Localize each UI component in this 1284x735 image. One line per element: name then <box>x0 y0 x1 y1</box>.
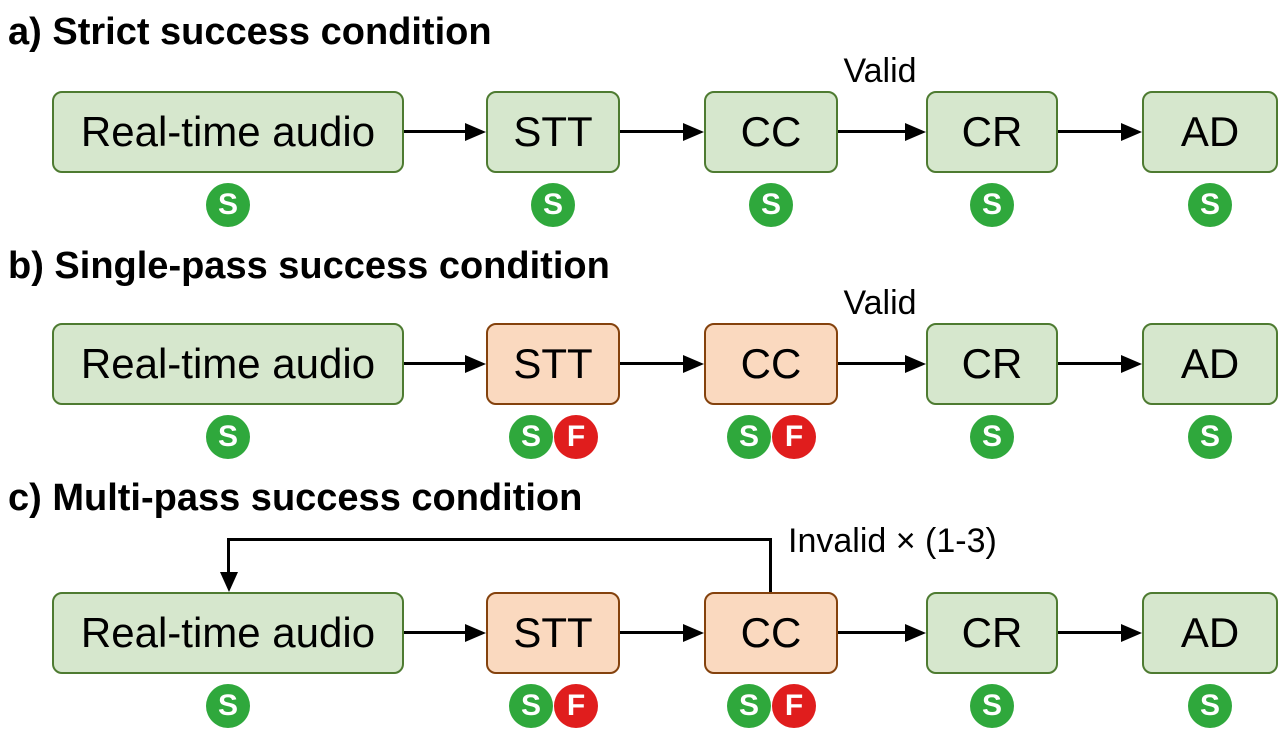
success-badge: S <box>1188 684 1232 728</box>
flow-arrow-line <box>620 362 684 365</box>
node-ad: AD <box>1142 323 1278 405</box>
node-label: CC <box>740 340 802 387</box>
node-label: STT <box>513 340 593 387</box>
section-c-title: c) Multi-pass success condition <box>8 477 583 519</box>
arrow-right-icon <box>905 123 926 141</box>
node-stt: STT <box>486 91 620 173</box>
success-badge: S <box>749 183 793 227</box>
arrow-down-icon <box>220 572 238 592</box>
success-badge: S <box>727 415 771 459</box>
flow-arrow-line <box>620 631 684 634</box>
arrow-right-icon <box>905 355 926 373</box>
node-ad: AD <box>1142 91 1278 173</box>
flow-arrow-line <box>1058 362 1122 365</box>
success-badge: S <box>970 684 1014 728</box>
node-label: CC <box>740 108 802 155</box>
success-badge: S <box>509 415 553 459</box>
valid-label: Valid <box>843 284 917 322</box>
flow-arrow-line <box>838 130 906 133</box>
node-label: CR <box>961 609 1023 656</box>
success-badge: S <box>727 684 771 728</box>
node-real-time-audio: Real-time audio <box>52 91 404 173</box>
flow-arrow-line <box>838 362 906 365</box>
node-label: Real-time audio <box>80 340 376 387</box>
node-cc: CC <box>704 323 838 405</box>
success-badge: S <box>1188 183 1232 227</box>
flow-arrow-line <box>620 130 684 133</box>
node-label: CC <box>740 609 802 656</box>
section-a-title: a) Strict success condition <box>8 11 492 53</box>
node-label: AD <box>1180 108 1240 155</box>
node-cr: CR <box>926 91 1058 173</box>
flow-arrow-line <box>404 631 466 634</box>
success-badge: S <box>206 183 250 227</box>
node-stt: STT <box>486 592 620 674</box>
success-badge: S <box>1188 415 1232 459</box>
flow-arrow-line <box>404 362 466 365</box>
node-label: AD <box>1180 340 1240 387</box>
flow-arrow-line <box>1058 631 1122 634</box>
arrow-right-icon <box>683 624 704 642</box>
node-cc: CC <box>704 592 838 674</box>
arrow-right-icon <box>1121 355 1142 373</box>
success-badge: S <box>970 183 1014 227</box>
valid-label: Valid <box>843 52 917 90</box>
arrow-right-icon <box>1121 624 1142 642</box>
arrow-right-icon <box>465 123 486 141</box>
fail-badge: F <box>554 415 598 459</box>
node-cr: CR <box>926 592 1058 674</box>
node-real-time-audio: Real-time audio <box>52 592 404 674</box>
node-label: Real-time audio <box>80 108 376 155</box>
flow-arrow-line <box>1058 130 1122 133</box>
success-badge: S <box>970 415 1014 459</box>
fail-badge: F <box>772 684 816 728</box>
node-cr: CR <box>926 323 1058 405</box>
fail-badge: F <box>772 415 816 459</box>
section-b-title: b) Single-pass success condition <box>8 245 610 287</box>
node-real-time-audio: Real-time audio <box>52 323 404 405</box>
arrow-right-icon <box>465 624 486 642</box>
arrow-right-icon <box>905 624 926 642</box>
feedback-line-down <box>227 538 230 572</box>
feedback-line-horizontal <box>227 538 772 541</box>
arrow-right-icon <box>683 355 704 373</box>
success-badge: S <box>206 684 250 728</box>
node-ad: AD <box>1142 592 1278 674</box>
node-label: CR <box>961 108 1023 155</box>
node-label: AD <box>1180 609 1240 656</box>
node-stt: STT <box>486 323 620 405</box>
success-badge: S <box>509 684 553 728</box>
flow-arrow-line <box>838 631 906 634</box>
arrow-right-icon <box>465 355 486 373</box>
arrow-right-icon <box>683 123 704 141</box>
invalid-label: Invalid × (1-3) <box>788 522 997 560</box>
feedback-line-up <box>769 538 772 592</box>
node-label: STT <box>513 108 593 155</box>
flow-arrow-line <box>404 130 466 133</box>
success-badge: S <box>531 183 575 227</box>
success-badge: S <box>206 415 250 459</box>
node-label: Real-time audio <box>80 609 376 656</box>
fail-badge: F <box>554 684 598 728</box>
arrow-right-icon <box>1121 123 1142 141</box>
node-cc: CC <box>704 91 838 173</box>
node-label: CR <box>961 340 1023 387</box>
node-label: STT <box>513 609 593 656</box>
